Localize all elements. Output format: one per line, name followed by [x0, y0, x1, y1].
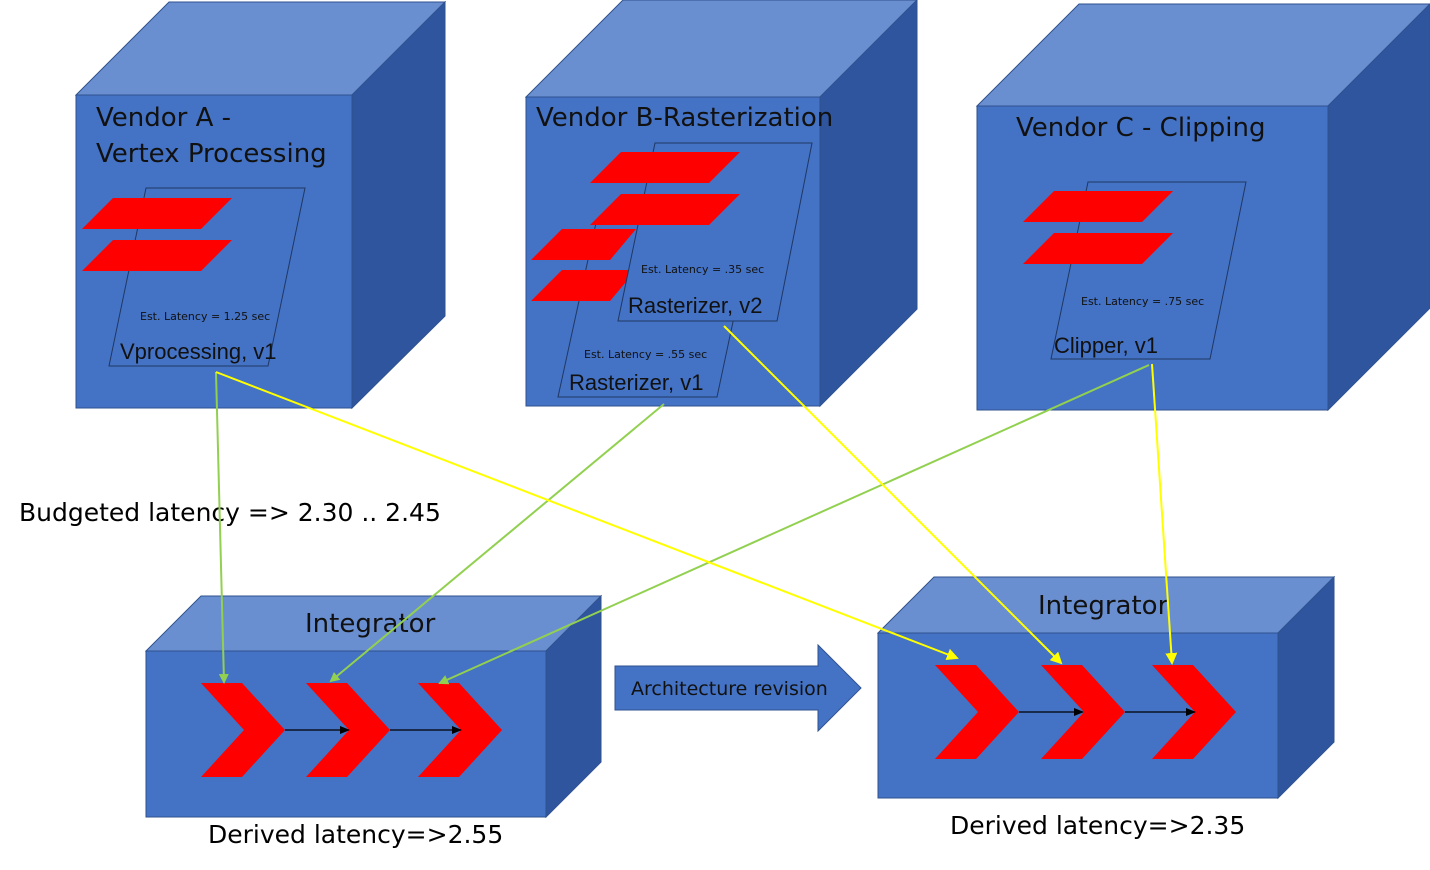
- red-shape: [82, 198, 232, 229]
- component-card: [108, 187, 306, 367]
- component-latency: Est. Latency = 1.25 sec: [140, 310, 270, 323]
- integrator-left-title: Integrator: [305, 609, 436, 639]
- component-name: Vprocessing, v1: [120, 339, 277, 364]
- green-link-vprocessing: [215, 371, 229, 684]
- green-link-rasterizer-v1: [329, 403, 665, 683]
- yellow-link-clipper: [1151, 363, 1178, 665]
- red-shape: [590, 152, 740, 183]
- vendor-b-box: Vendor B-Rasterization Est. Latency = .5…: [524, 0, 918, 408]
- vendor-a-title-line1: Vendor A -: [96, 103, 231, 133]
- component-name: Clipper, v1: [1054, 333, 1158, 358]
- vendor-a-title-line2: Vertex Processing: [96, 139, 327, 169]
- component-latency: Est. Latency = .55 sec: [584, 348, 707, 361]
- vendor-c-box: Vendor C - Clipping Est. Latency = .75 s…: [975, 3, 1430, 412]
- component-latency: Est. Latency = .75 sec: [1081, 295, 1204, 308]
- component-latency: Est. Latency = .35 sec: [641, 263, 764, 276]
- integrator-box-right: Integrator: [876, 575, 1336, 800]
- red-shape: [531, 270, 636, 301]
- green-link-clipper: [438, 364, 1150, 685]
- architecture-revision-arrow: Architecture revision: [614, 643, 862, 733]
- component-card: [1050, 181, 1247, 360]
- red-shape: [1023, 233, 1173, 264]
- red-shape: [531, 229, 636, 260]
- component-card: [617, 142, 813, 322]
- component-name: Rasterizer, v1: [569, 370, 704, 395]
- derived-latency-right: Derived latency=>2.35: [950, 811, 1245, 840]
- revision-arrow-shape: [614, 643, 862, 733]
- red-chevron: [201, 683, 285, 777]
- red-chevron: [418, 683, 502, 777]
- integrator-right-title: Integrator: [1038, 591, 1169, 621]
- red-shape: [82, 240, 232, 271]
- integrator-box-left: Integrator: [144, 594, 603, 819]
- component-name: Rasterizer, v2: [628, 293, 763, 318]
- yellow-link-rasterizer-v2: [723, 325, 1063, 665]
- red-chevron: [306, 683, 390, 777]
- revision-label: Architecture revision: [631, 678, 828, 700]
- yellow-link-vprocessing: [215, 371, 959, 660]
- red-chevron: [1041, 665, 1125, 759]
- vendor-a-box: Vendor A - Vertex Processing Est. Latenc…: [74, 0, 447, 410]
- budgeted-latency-label: Budgeted latency => 2.30 .. 2.45: [19, 498, 441, 527]
- vendor-c-title: Vendor C - Clipping: [1016, 113, 1266, 143]
- vendor-b-title: Vendor B-Rasterization: [536, 103, 833, 133]
- red-shape: [1023, 191, 1173, 222]
- derived-latency-left: Derived latency=>2.55: [208, 820, 503, 849]
- red-chevron: [935, 665, 1019, 759]
- red-chevron: [1152, 665, 1236, 759]
- red-shape: [590, 194, 740, 225]
